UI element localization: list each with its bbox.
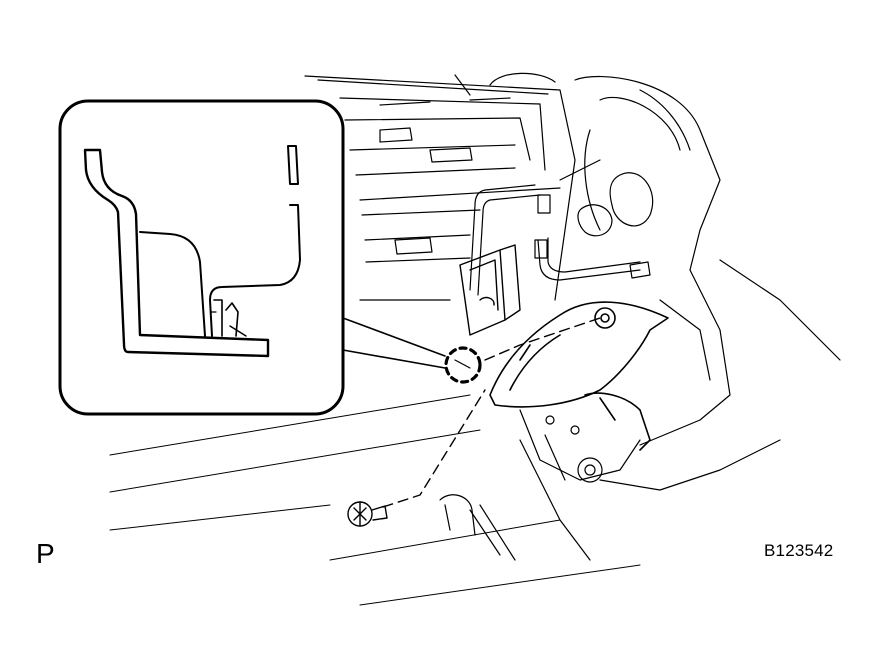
- callout-leader: [343, 318, 445, 368]
- lower-link: [440, 410, 780, 560]
- seat-side-frame: [560, 77, 840, 445]
- screw-icon: [348, 502, 387, 526]
- clip-detail-callout: [60, 101, 343, 414]
- rods: [470, 185, 650, 295]
- seat-track-cover: [490, 302, 668, 450]
- seat-cushion-frame: [305, 73, 575, 300]
- bracket: [460, 245, 520, 335]
- clip-location-marker: [446, 348, 480, 382]
- floor-lines: [110, 395, 640, 605]
- view-label: P: [36, 538, 55, 569]
- figure-code: B123542: [764, 541, 834, 560]
- removal-path: [383, 318, 600, 507]
